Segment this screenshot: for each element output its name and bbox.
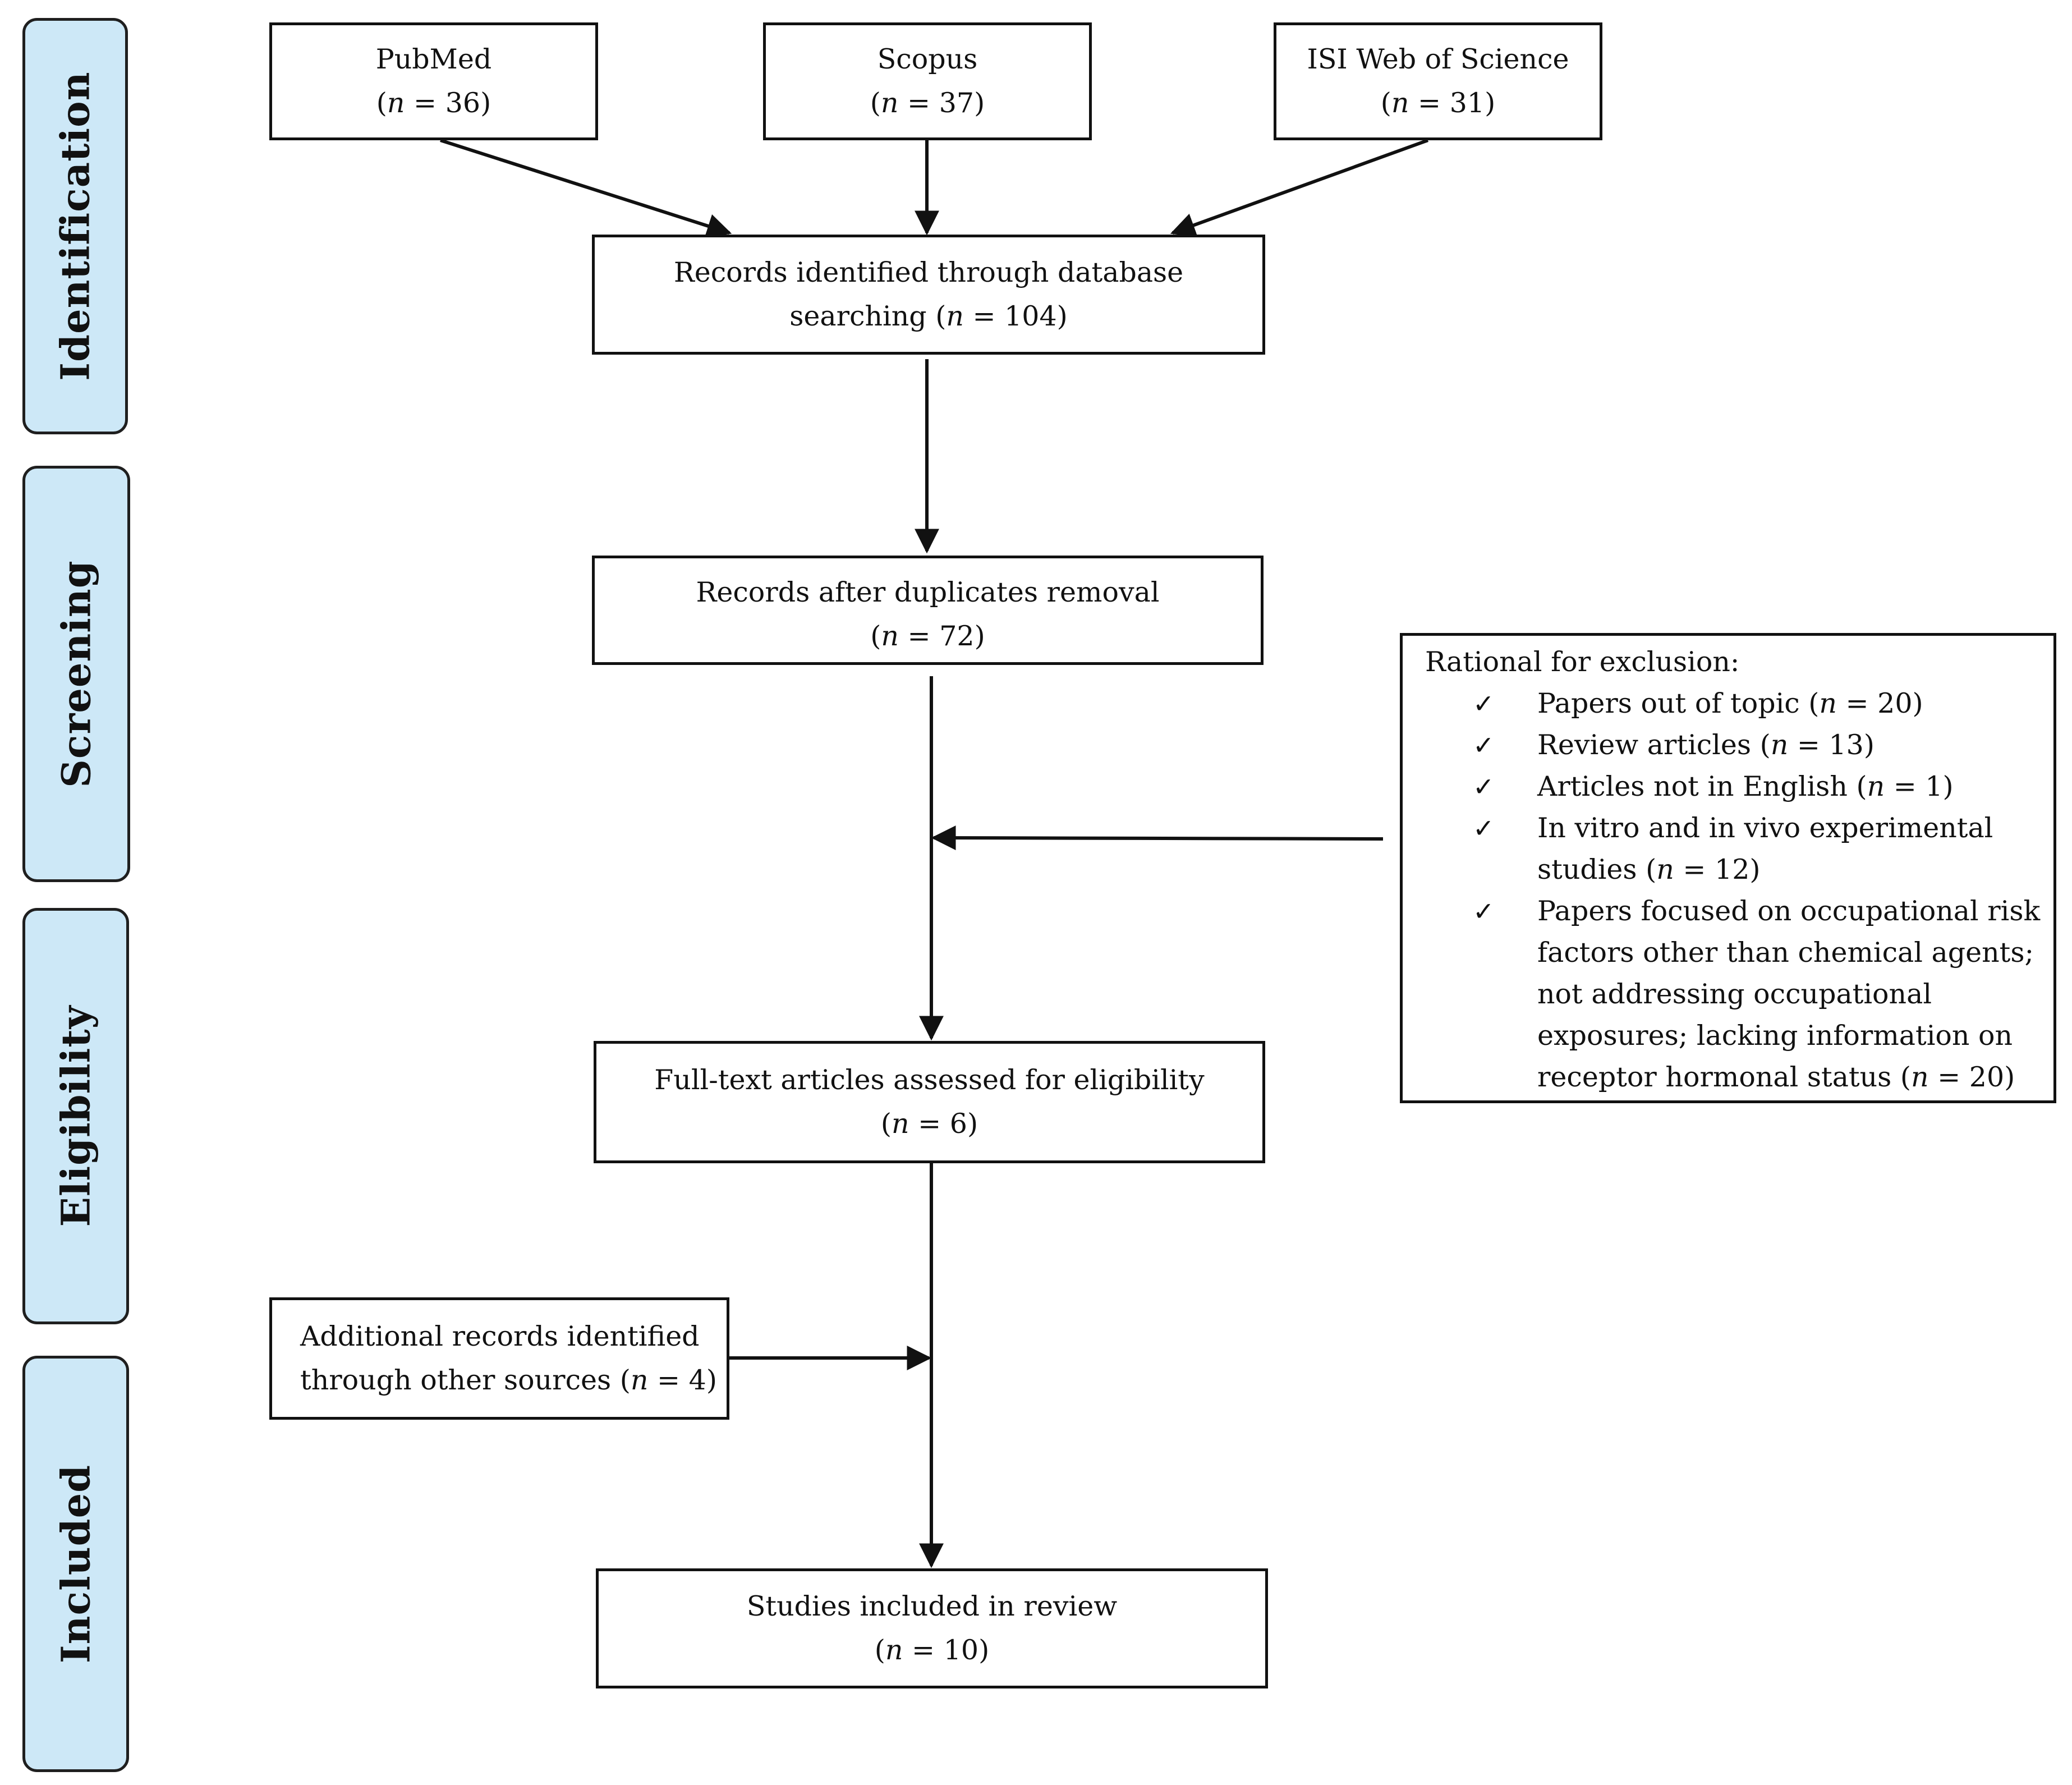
stage-eligibility: Eligibility [22,908,129,1324]
source-name: PubMed [375,43,492,75]
exclusion-item-line: exposures; lacking information on [1537,1020,2013,1052]
records-identified-line2: searching (n = 104) [789,300,1068,332]
exclusion-item-line: Papers focused on occupational risk [1537,895,2041,927]
exclusion-item: ✓ In vitro and in vivo experimental studie… [1425,807,2042,891]
exclusion-item: ✓ Papers out of topic (n = 20) [1425,683,2042,724]
source-box-isi: ISI Web of Science (n = 31) [1274,22,1602,140]
source-box-scopus: Scopus (n = 37) [763,22,1092,140]
after-duplicates-count: (n = 72) [870,620,985,652]
source-box-pubmed: PubMed (n = 36) [269,22,598,140]
stage-label: Included [52,1464,99,1664]
exclusion-item-line: factors other than chemical agents; [1537,937,2034,969]
exclusion-title: Rational for exclusion: [1425,646,1740,678]
after-duplicates-box: Records after duplicates removal (n = 72… [592,556,1264,665]
source-name: ISI Web of Science [1307,43,1569,75]
arrow-pubmed-to-records [440,139,732,238]
additional-records-box: Additional records identified through ot… [269,1297,729,1420]
source-count: (n = 37) [870,87,985,119]
full-text-box: Full-text articles assessed for eligibil… [594,1041,1265,1163]
stage-screening: Screening [22,466,130,882]
checkmark-icon: ✓ [1473,896,1495,926]
checkmark-icon: ✓ [1473,730,1495,760]
records-identified-box: Records identified through database sear… [592,235,1265,355]
exclusion-item-line: studies (n = 12) [1537,854,1761,885]
exclusion-list: ✓ Papers out of topic (n = 20) ✓ Review art… [1425,683,2042,1098]
stage-label: Screening [53,560,100,788]
checkmark-icon: ✓ [1473,689,1495,719]
exclusion-item-line: Review articles (n = 13) [1537,729,1875,761]
exclusion-item: ✓ Review articles (n = 13) [1425,724,2042,766]
exclusion-item-line: Articles not in English (n = 1) [1537,770,1954,802]
after-duplicates-line1: Records after duplicates removal [696,576,1160,608]
full-text-line1: Full-text articles assessed for eligibil… [654,1064,1205,1096]
exclusion-item-line: not addressing occupational [1537,978,1932,1010]
source-count: (n = 31) [1380,87,1496,119]
arrow-isi-to-records [1170,139,1429,237]
stage-identification: Identification [22,18,128,434]
additional-line2: through other sources (n = 4) [300,1364,717,1396]
additional-line1: Additional records identified [300,1320,700,1352]
exclusion-box: Rational for exclusion: ✓ Papers out of t… [1400,633,2056,1103]
full-text-count: (n = 6) [880,1108,978,1140]
exclusion-item-line: receptor hormonal status (n = 20) [1537,1061,2015,1093]
studies-included-box: Studies included in review (n = 10) [596,1568,1268,1688]
stage-label: Eligibility [52,1005,99,1227]
stage-included: Included [22,1356,129,1772]
source-name: Scopus [877,43,978,75]
exclusion-item: ✓ Articles not in English (n = 1) [1425,766,2042,807]
checkmark-icon: ✓ [1473,813,1495,843]
checkmark-icon: ✓ [1473,772,1495,802]
source-count: (n = 36) [376,87,491,119]
studies-included-line1: Studies included in review [746,1590,1118,1622]
exclusion-item: ✓ Papers focused on occupational risk fact… [1425,891,2042,1098]
exclusion-item-line: In vitro and in vivo experimental [1537,812,1993,844]
exclusion-item-line: Papers out of topic (n = 20) [1537,687,1923,719]
stage-label: Identification [52,71,99,381]
studies-included-count: (n = 10) [874,1634,990,1666]
records-identified-line1: Records identified through database [673,256,1184,288]
arrow-exclusion-to-main [931,825,1384,851]
